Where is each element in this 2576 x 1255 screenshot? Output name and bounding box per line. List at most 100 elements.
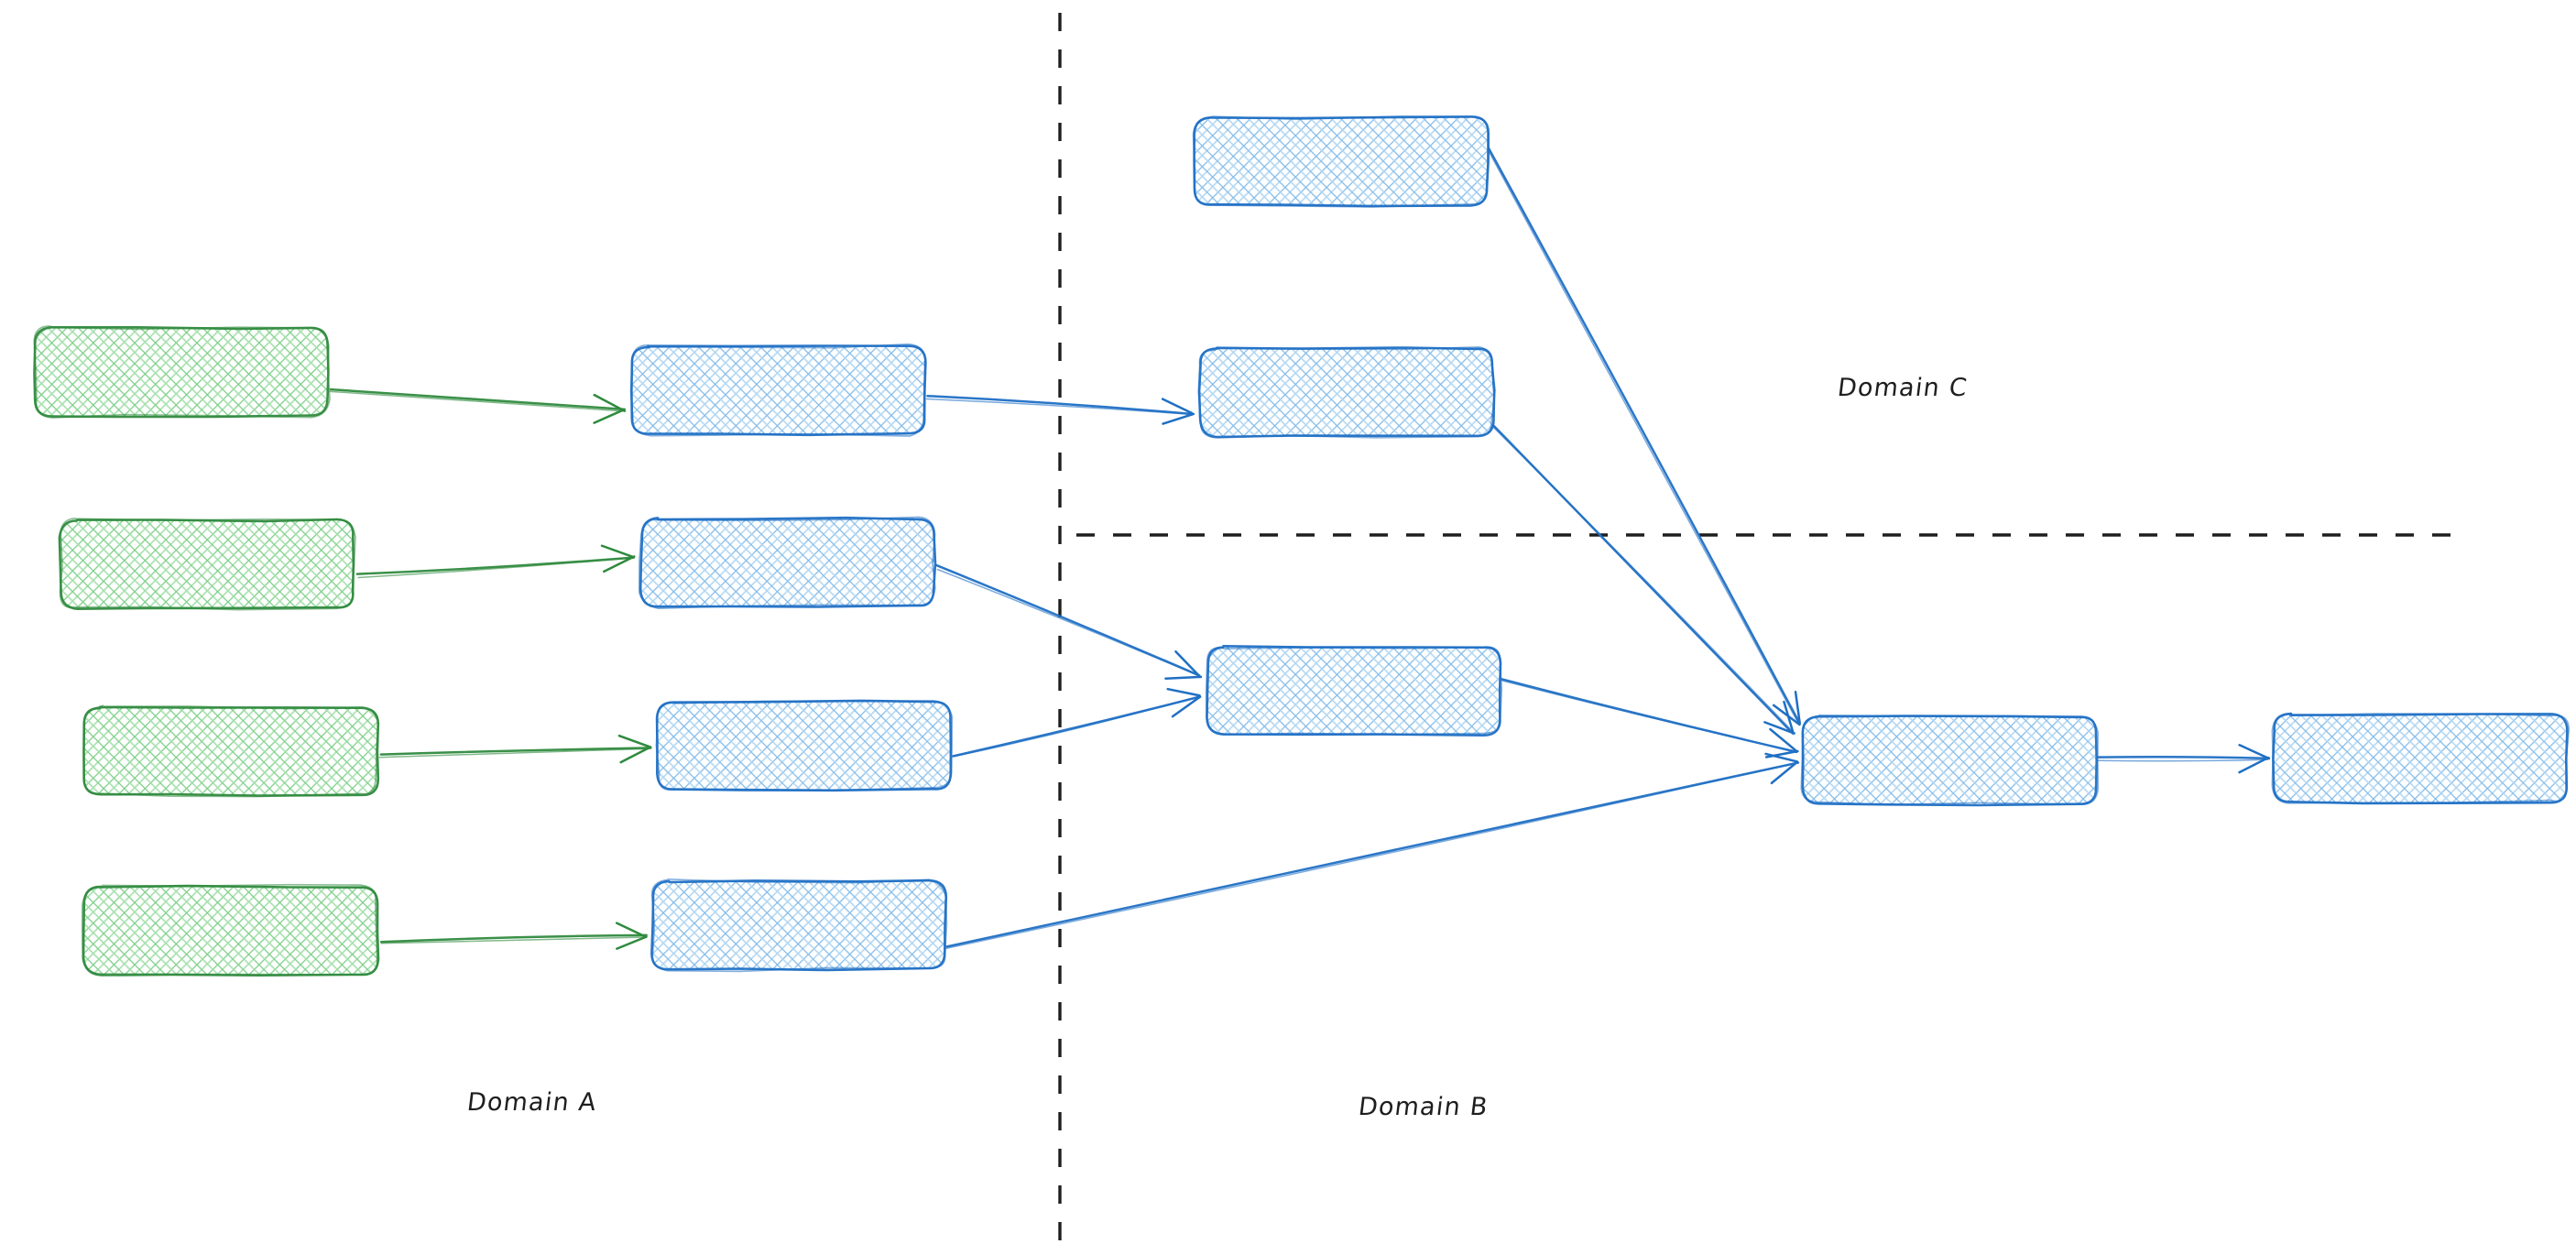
arrowhead-stroke <box>593 408 626 424</box>
domain-b-label: Domain B <box>1357 1093 1490 1121</box>
arrowhead-stroke <box>1161 398 1194 415</box>
node-outline <box>650 878 948 972</box>
blue-node-terminal[interactable] <box>2271 712 2571 805</box>
domain-c-label: Domain C <box>1836 374 1970 402</box>
arrowhead-stroke <box>1171 695 1202 718</box>
node-fill <box>657 702 952 790</box>
edge-line <box>1501 680 1798 753</box>
green-node-3[interactable] <box>82 704 380 798</box>
green-node-1[interactable] <box>33 325 331 419</box>
edge-b5-b8[interactable] <box>1485 143 1801 726</box>
edge-line <box>1485 143 1801 726</box>
edge-line <box>378 748 651 758</box>
node-outline <box>59 517 356 611</box>
edge-line <box>357 557 635 579</box>
edge-line <box>945 761 1799 949</box>
edge-g4-b4[interactable] <box>379 922 648 950</box>
arrowhead-stroke <box>1763 721 1796 735</box>
blue-node-convergence[interactable] <box>1800 714 2100 807</box>
edge-b8-b9[interactable] <box>2097 744 2271 774</box>
edge-line <box>2097 758 2269 762</box>
arrowhead-stroke <box>1174 649 1202 679</box>
node-fill <box>651 880 946 970</box>
node-outline <box>1192 115 1489 208</box>
edge-line <box>953 695 1201 758</box>
edge-line <box>380 936 648 944</box>
node-outline <box>82 704 379 798</box>
arrowhead-stroke <box>1769 727 1798 753</box>
blue-node-5[interactable] <box>1192 115 1490 208</box>
edge-b2-b7[interactable] <box>934 563 1203 681</box>
node-outline <box>1205 646 1503 736</box>
node-outline <box>2272 712 2569 805</box>
arrowhead-stroke <box>603 555 636 573</box>
edge-line <box>1485 145 1800 726</box>
node-outline <box>1800 714 2100 806</box>
arrowhead-stroke <box>1772 704 1801 726</box>
edge-line <box>926 395 1194 416</box>
node-fill <box>2273 715 2568 803</box>
arrowhead-stroke <box>619 746 651 764</box>
node-outline <box>629 343 926 437</box>
node-outline <box>33 325 331 419</box>
edge-b7-b8[interactable] <box>1501 678 1799 758</box>
node-fill <box>1206 646 1501 736</box>
arrowhead-stroke <box>1764 752 1799 763</box>
blue-node-2[interactable] <box>638 516 937 610</box>
arrowhead-stroke <box>2238 756 2270 774</box>
node-fill <box>60 519 354 609</box>
arrowhead-stroke <box>617 734 652 748</box>
edge-g3-b3[interactable] <box>378 734 652 764</box>
edge-line <box>925 398 1194 416</box>
arrowhead-stroke <box>593 393 626 412</box>
edge-line <box>945 761 1800 948</box>
edge-line <box>329 390 627 412</box>
blue-node-3[interactable] <box>655 699 954 792</box>
node-outline <box>81 883 378 976</box>
arrowhead-stroke <box>2238 744 2271 760</box>
node-fill <box>1802 715 2097 805</box>
blue-node-1[interactable] <box>629 343 927 437</box>
edge-line <box>329 387 627 411</box>
arrowhead-stroke <box>1162 412 1195 425</box>
node-outline <box>655 700 954 792</box>
node-fill <box>83 886 378 976</box>
edge-b6-b8[interactable] <box>1490 421 1796 735</box>
node-outline <box>1206 645 1502 737</box>
blue-node-7[interactable] <box>1205 645 1503 737</box>
edge-g2-b2[interactable] <box>355 544 636 579</box>
edge-line <box>355 556 635 575</box>
node-outline <box>2271 713 2571 804</box>
edge-b1-b6[interactable] <box>925 395 1195 425</box>
arrowhead-stroke <box>1164 675 1203 681</box>
edge-line <box>934 563 1201 677</box>
edge-line <box>1490 423 1796 734</box>
node-fill <box>1195 116 1488 206</box>
edge-line <box>936 568 1200 677</box>
edge-line <box>379 747 652 756</box>
node-fill <box>35 327 328 417</box>
green-node-2[interactable] <box>58 517 356 611</box>
divider-group <box>1058 13 2464 1244</box>
arrowhead-stroke <box>1794 691 1801 725</box>
edge-g1-b1[interactable] <box>329 387 627 424</box>
green-node-4[interactable] <box>81 883 380 977</box>
blue-node-6[interactable] <box>1197 345 1496 439</box>
arrowhead-stroke <box>615 922 648 939</box>
node-outline <box>638 516 936 610</box>
node-outline <box>1197 345 1496 439</box>
edge-line <box>379 933 648 944</box>
arrowhead-stroke <box>600 544 635 559</box>
node-group <box>33 115 2571 977</box>
arrowhead-stroke <box>1783 700 1795 735</box>
node-fill <box>640 518 935 607</box>
edge-line <box>2097 756 2271 760</box>
edge-group <box>329 143 2271 950</box>
domain-a-label: Domain A <box>465 1088 599 1117</box>
edge-b4-b8[interactable] <box>945 752 1800 949</box>
blue-node-4[interactable] <box>650 878 948 973</box>
edge-b3-b7[interactable] <box>952 687 1202 758</box>
arrowhead-stroke <box>1166 687 1201 697</box>
